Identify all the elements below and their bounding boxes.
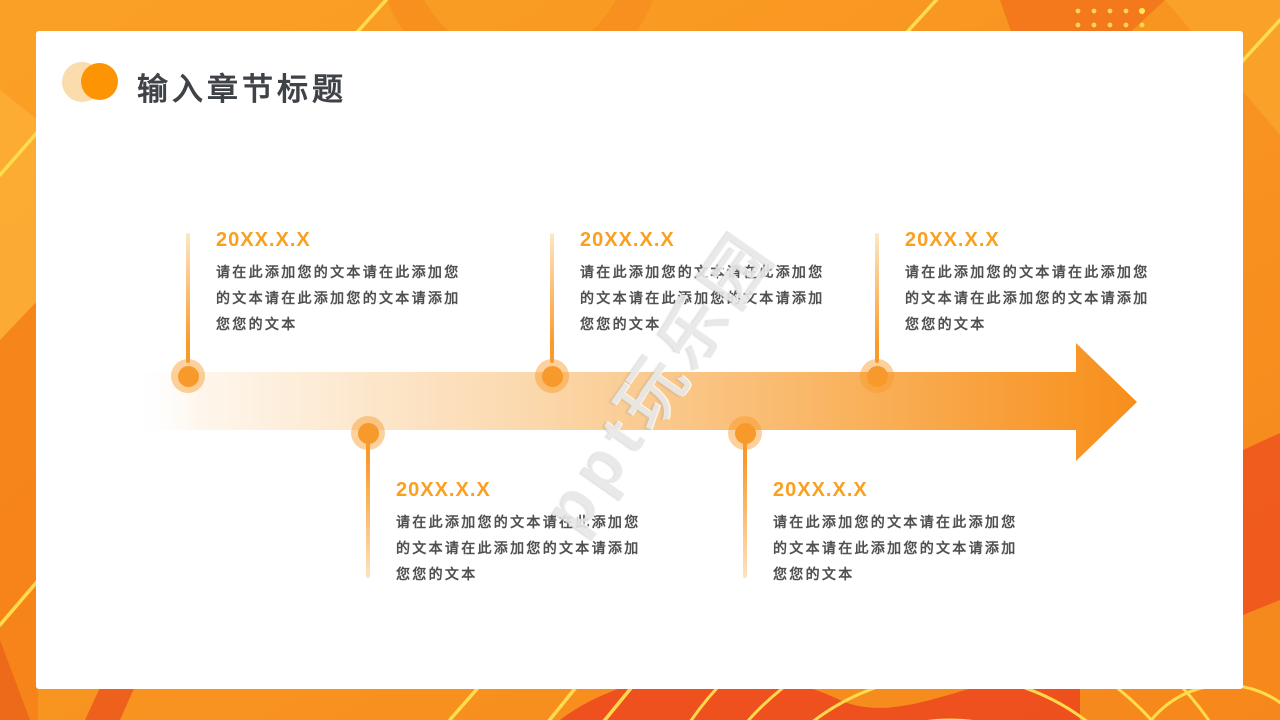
title-accent-circle-solid [81, 63, 118, 100]
background-dot-grid [1075, 8, 1145, 28]
page-title: 输入章节标题 [137, 72, 347, 107]
milestone-connector-line [366, 440, 370, 578]
milestone-text-line: 的文本请在此添加您的文本请添加 [905, 290, 1150, 306]
milestone-dot-core [734, 422, 756, 444]
milestone-content: 20XX.X.X 请在此添加您的文本请在此添加您 的文本请在此添加您的文本请添加… [396, 479, 641, 587]
milestone-text-line: 您您的文本 [580, 316, 662, 332]
milestone-dot [171, 359, 205, 393]
milestone-text-line: 您您的文本 [216, 316, 298, 332]
milestone-text-line: 的文本请在此添加您的文本请添加 [216, 290, 461, 306]
milestone-dot [535, 359, 569, 393]
milestone-text-line: 请在此添加您的文本请在此添加您 [905, 264, 1150, 280]
milestone-dot [728, 416, 762, 450]
milestone-connector-line [743, 440, 747, 578]
milestone-text-line: 请在此添加您的文本请在此添加您 [396, 514, 641, 530]
milestone-content: 20XX.X.X 请在此添加您的文本请在此添加您 的文本请在此添加您的文本请添加… [905, 229, 1150, 337]
milestone-dot-core [177, 365, 199, 387]
milestone-content: 20XX.X.X 请在此添加您的文本请在此添加您 的文本请在此添加您的文本请添加… [216, 229, 461, 337]
milestone-dot-core [541, 365, 563, 387]
slide-card [36, 31, 1243, 689]
milestone-text-line: 的文本请在此添加您的文本请添加 [773, 540, 1018, 556]
milestone-text-line: 请在此添加您的文本请在此添加您 [216, 264, 461, 280]
milestone-date: 20XX.X.X [216, 229, 311, 251]
background-right-red [1243, 433, 1280, 615]
milestone-date: 20XX.X.X [905, 229, 1000, 251]
milestone-text-line: 您您的文本 [773, 566, 855, 582]
milestone-dot [351, 416, 385, 450]
milestone-dot-core [866, 365, 888, 387]
timeline-arrow-shape [130, 343, 1137, 461]
milestone-text-line: 的文本请在此添加您的文本请添加 [580, 290, 825, 306]
milestone-text-line: 的文本请在此添加您的文本请添加 [396, 540, 641, 556]
milestone-date: 20XX.X.X [580, 229, 675, 251]
milestone-content: 20XX.X.X 请在此添加您的文本请在此添加您 的文本请在此添加您的文本请添加… [773, 479, 1018, 587]
milestone-text-line: 您您的文本 [905, 316, 987, 332]
milestone-text-line: 请在此添加您的文本请在此添加您 [773, 514, 1018, 530]
milestone-text-line: 您您的文本 [396, 566, 478, 582]
milestone-date: 20XX.X.X [396, 479, 491, 501]
background-corner-shape [0, 640, 30, 720]
milestone-connector-line [186, 233, 190, 363]
milestone-connector-line [875, 233, 879, 363]
milestone-content: 20XX.X.X 请在此添加您的文本请在此添加您 的文本请在此添加您的文本请添加… [580, 229, 825, 337]
milestone-text-line: 请在此添加您的文本请在此添加您 [580, 264, 825, 280]
milestone-dot [860, 359, 894, 393]
milestone-connector-line [550, 233, 554, 363]
milestone-date: 20XX.X.X [773, 479, 868, 501]
timeline-arrow [130, 343, 1137, 461]
milestone-dot-core [357, 422, 379, 444]
